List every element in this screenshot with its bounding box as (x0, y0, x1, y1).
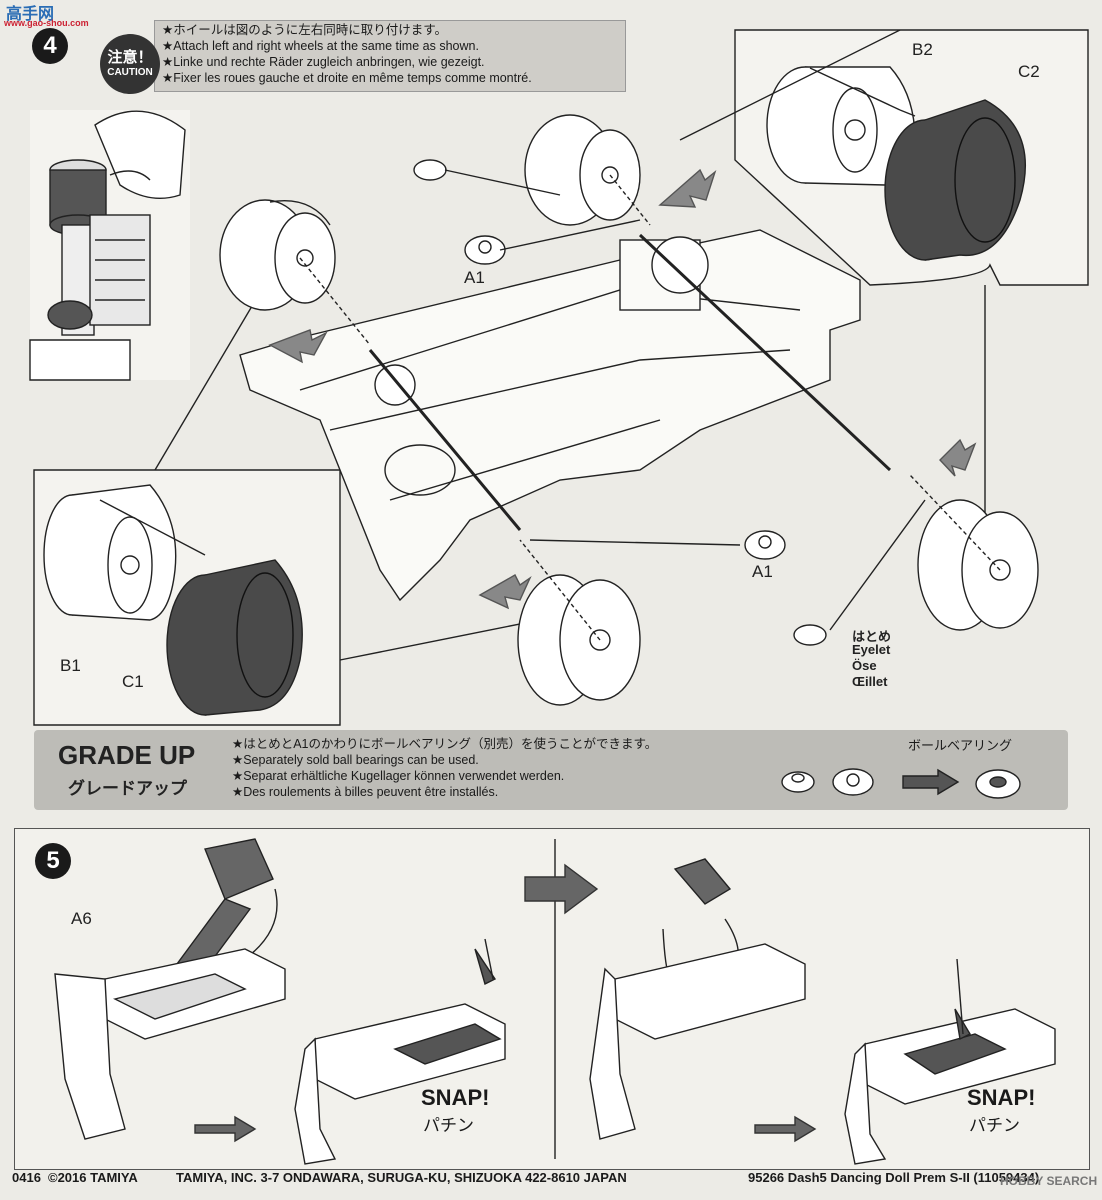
step-4-number: 4 (32, 28, 68, 64)
footer-code: 0416 (12, 1170, 41, 1185)
wheel-rear-right (917, 499, 1039, 631)
wheel-rear-left (517, 574, 641, 706)
wheel-front-left (219, 199, 336, 311)
chassis-frame (239, 229, 892, 602)
snap-label-left: SNAP! (421, 1085, 490, 1110)
part-label-a6: A6 (71, 909, 92, 928)
grade-up-subtitle: グレードアップ (68, 779, 187, 798)
caution-badge: 注意！ CAUTION (100, 34, 160, 94)
caution-line-fr: ★Fixer les roues gauche et droite en mêm… (162, 71, 532, 85)
wheel-front-right (524, 114, 641, 226)
footer-copyright: ©2016 TAMIYA (48, 1170, 138, 1185)
step-5-panel: 5 A6 (14, 828, 1090, 1170)
caution-line-jp: ★ホイールは図のように左右同時に取り付けます。 (162, 23, 447, 37)
thumb-press-illustration (29, 110, 190, 381)
grade-up-line-jp: ★はとめとA1のかわりにボールベアリング（別売）を使うことができます。 (232, 737, 658, 751)
site-watermark-url: www.gao-shou.com (4, 18, 89, 28)
footer-product: 95266 Dash5 Dancing Doll Prem S-II (1105… (748, 1170, 1040, 1185)
snap-label-right: SNAP! (967, 1085, 1036, 1110)
grade-up-title: GRADE UP (58, 740, 196, 770)
inset-b1-c1 (33, 469, 341, 726)
snap-jp-left: パチン (423, 1116, 474, 1135)
grade-up-panel: GRADE UP グレードアップ ★はとめとA1のかわりにボールベアリング（別売… (34, 730, 1068, 810)
ball-bearing-label: ボールベアリング (908, 738, 1013, 753)
eyelet-label-jp: はとめ (852, 629, 892, 644)
hobby-search-watermark: HOBBY SEARCH (1000, 1174, 1098, 1188)
grade-up-line-en: ★Separately sold ball bearings can be us… (232, 753, 479, 767)
caution-instructions-box (154, 20, 626, 92)
caution-line-en: ★Attach left and right wheels at the sam… (162, 39, 479, 53)
site-watermark-logo: 高手网 (6, 6, 55, 23)
eyelet-label-en: Eyelet (852, 642, 891, 657)
caution-line-de: ★Linke und rechte Räder zugleich anbring… (162, 55, 485, 69)
part-label-b2: B2 (912, 40, 933, 59)
step-5-assembly-illustration (54, 838, 1056, 1165)
part-label-c1: C1 (122, 672, 144, 691)
inset-b2-c2 (734, 29, 1089, 286)
part-label-c2: C2 (1018, 62, 1040, 81)
grade-up-parts-illustration (781, 768, 1021, 799)
step-5-number: 5 (35, 843, 71, 879)
part-label-a1-top: A1 (464, 268, 485, 287)
grade-up-line-fr: ★Des roulements à billes peuvent être in… (232, 785, 499, 799)
snap-jp-right: パチン (969, 1116, 1020, 1135)
eyelet-label-de: Öse (852, 658, 877, 673)
footer-address: TAMIYA, INC. 3-7 ONDAWARA, SURUGA-KU, SH… (176, 1170, 627, 1185)
step-4-panel: 4 注意！ CAUTION ★ホイールは図のように左右同時に取り付けます。 ★A… (14, 6, 1092, 818)
eyelet-label-fr: Œillet (852, 674, 888, 689)
part-label-b1: B1 (60, 656, 81, 675)
grade-up-line-de: ★Separat erhältliche Kugellager können v… (232, 769, 565, 783)
caution-en: CAUTION (107, 66, 153, 78)
part-label-a1-bottom: A1 (752, 562, 773, 581)
caution-jp: 注意！ (107, 49, 153, 67)
step-4-assembly-illustration (29, 29, 1089, 726)
